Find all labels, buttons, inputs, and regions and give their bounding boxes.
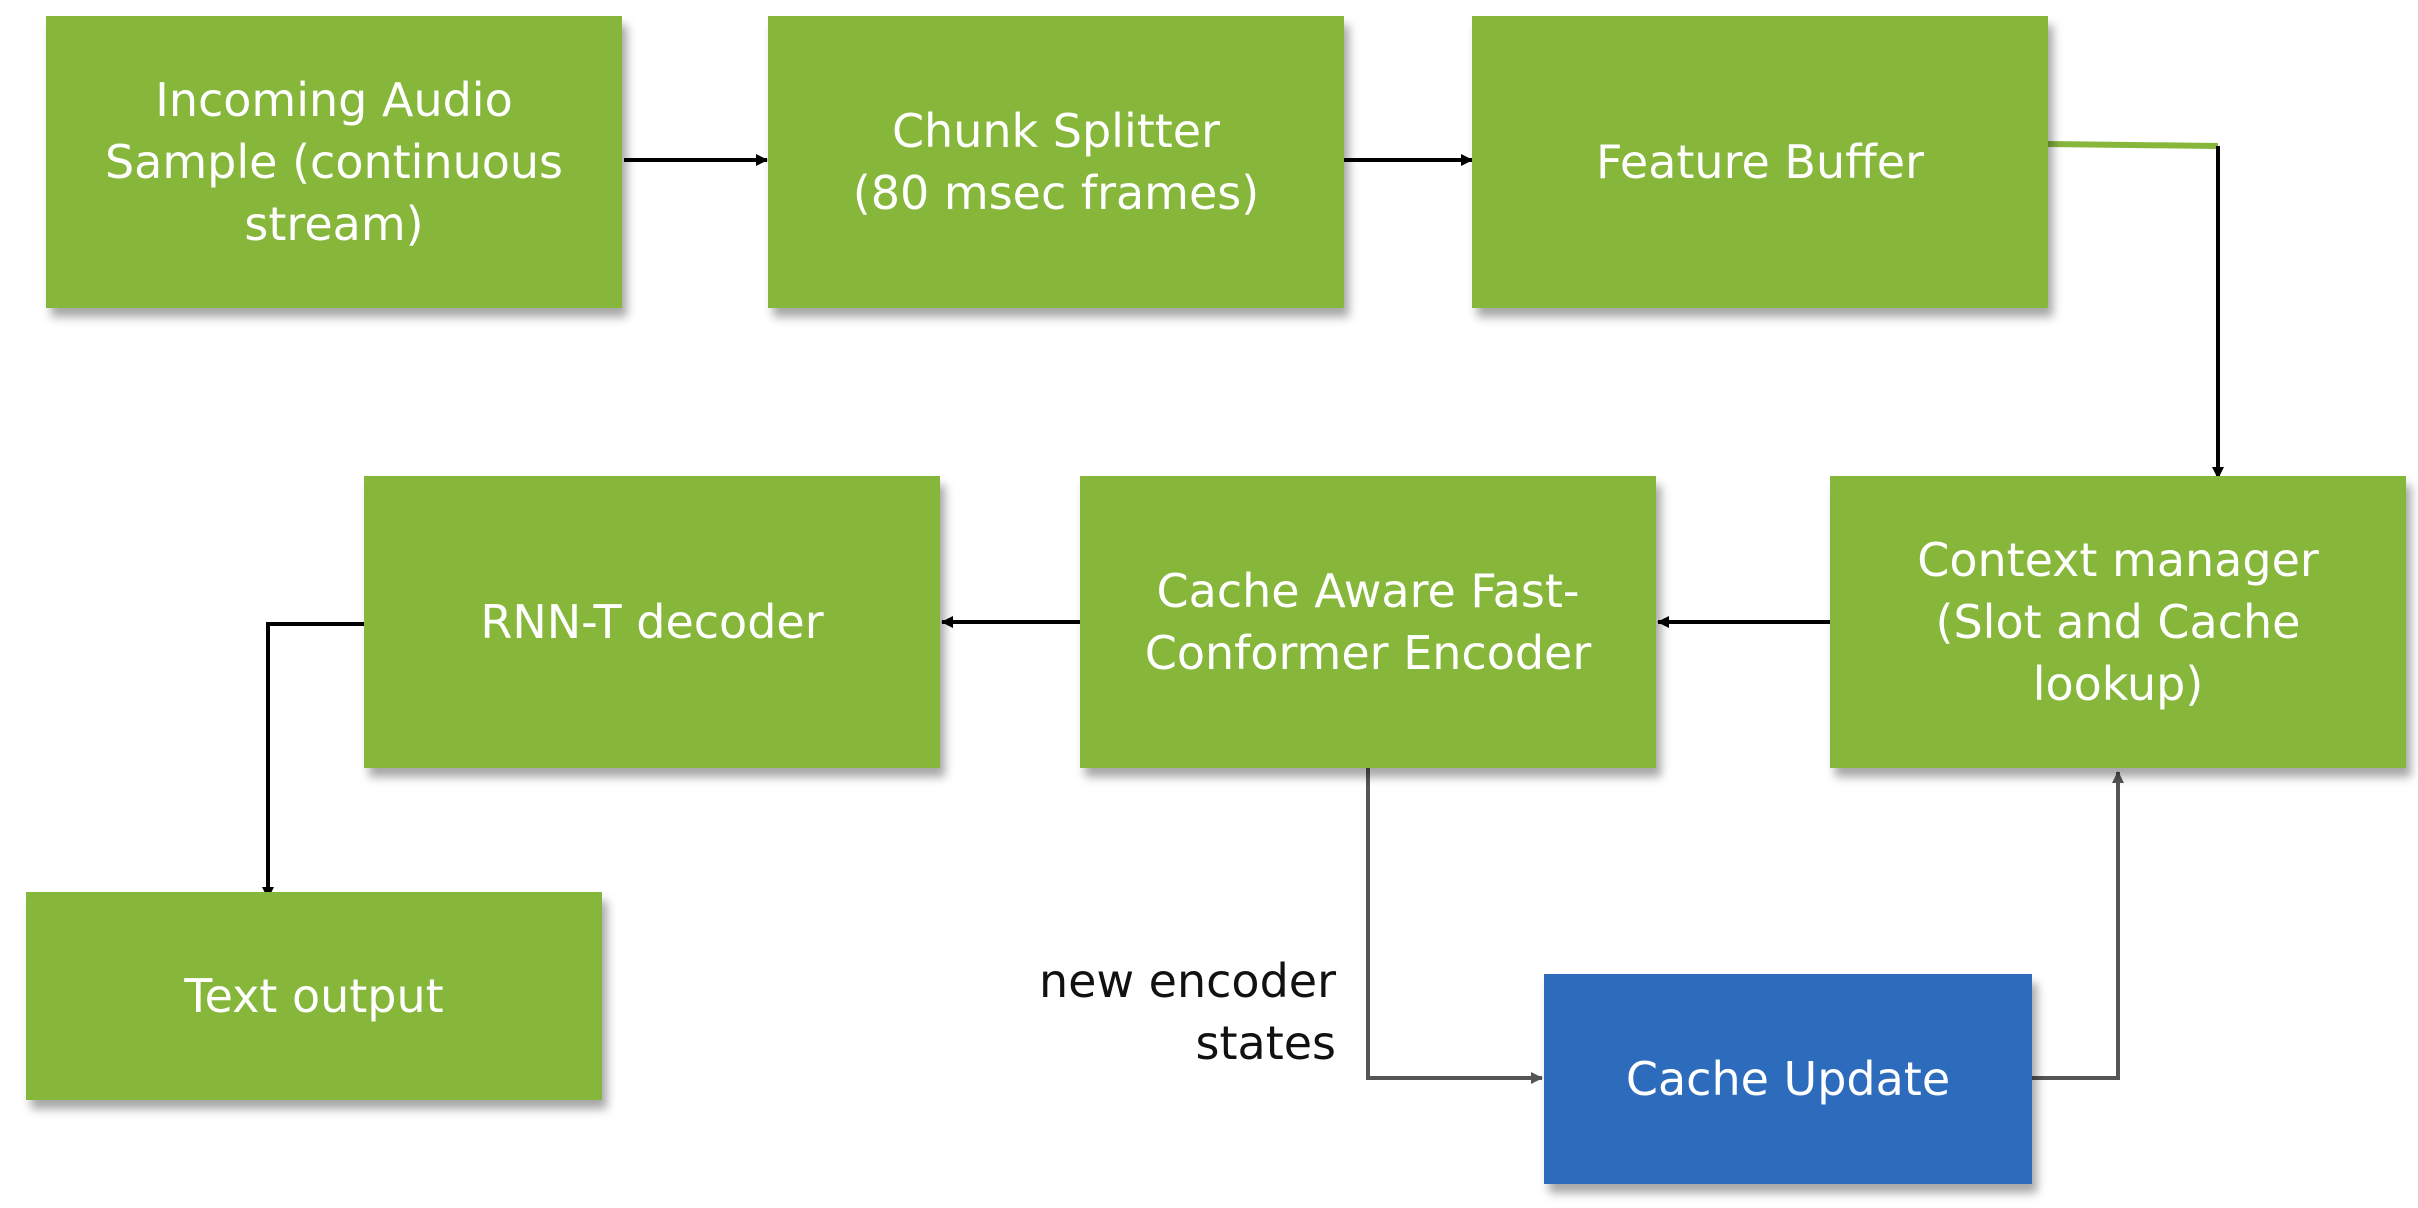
node-feature-buffer-label: Feature Buffer xyxy=(1595,135,1925,189)
edge-label-new-encoder-states: new encoder states xyxy=(1038,954,1336,1070)
node-cache-update: Cache Update xyxy=(1544,974,2032,1184)
node-incoming-audio-label: Incoming Audio Sample (continuous stream… xyxy=(104,73,564,251)
node-text-output-label: Text output xyxy=(184,969,444,1023)
arrow-encoder-to-cache-update xyxy=(1366,768,1543,1084)
node-incoming-audio: Incoming Audio Sample (continuous stream… xyxy=(46,16,622,308)
arrow-buffer-stub xyxy=(2047,141,2219,149)
node-cache-update-label: Cache Update xyxy=(1625,1052,1951,1106)
node-encoder-label: Cache Aware Fast- Conformer Encoder xyxy=(1144,564,1592,680)
node-rnnt-decoder: RNN-T decoder xyxy=(364,476,940,768)
node-context-manager-label: Context manager (Slot and Cache lookup) xyxy=(1917,533,2319,711)
node-context-manager: Context manager (Slot and Cache lookup) xyxy=(1830,476,2406,768)
node-chunk-splitter-label: Chunk Splitter (80 msec frames) xyxy=(852,104,1260,220)
arrow-decoder-to-text xyxy=(262,622,364,899)
node-feature-buffer: Feature Buffer xyxy=(1472,16,2048,308)
node-text-output: Text output xyxy=(26,892,602,1100)
arrow-cache-update-to-context xyxy=(2032,771,2124,1080)
node-rnnt-decoder-label: RNN-T decoder xyxy=(480,595,824,649)
node-chunk-splitter: Chunk Splitter (80 msec frames) xyxy=(768,16,1344,308)
node-encoder: Cache Aware Fast- Conformer Encoder xyxy=(1080,476,1656,768)
